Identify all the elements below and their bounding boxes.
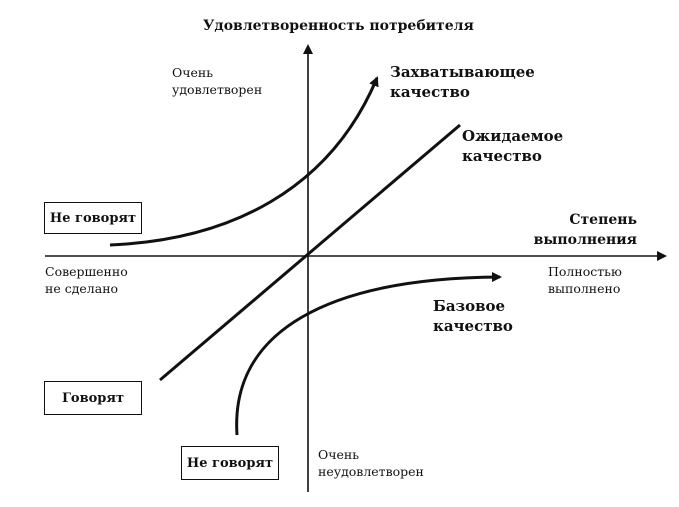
exciting-quality-label-line2: качество: [390, 83, 470, 101]
x-left-label-line2: не сделано: [45, 281, 119, 296]
expected-spoken-box: Говорят: [44, 381, 142, 415]
basic-quality-curve: [235, 272, 502, 436]
x-left-label-line1: Совершенно: [45, 264, 128, 279]
expected-quality-line: [159, 123, 461, 382]
y-bottom-label-line1: Очень: [318, 447, 360, 462]
x-right-label: Полностью выполнено: [548, 263, 622, 297]
basic-quality-label-line2: качество: [433, 317, 513, 335]
x-axis-title: Степень выполнения: [531, 210, 637, 250]
y-bottom-label-line2: неудовлетворен: [318, 464, 424, 479]
basic-quality-label-line1: Базовое: [433, 297, 506, 315]
exciting-not-spoken-box: Не говорят: [44, 202, 142, 234]
expected-quality-label: Ожидаемое качество: [462, 126, 563, 166]
x-axis-title-line2: выполнения: [533, 232, 637, 248]
basic-not-spoken-box: Не говорят: [181, 446, 279, 480]
y-axis-title: Удовлетворенность потребителя: [203, 18, 474, 34]
y-top-label: Очень удовлетворен: [172, 64, 262, 98]
y-bottom-label: Очень неудовлетворен: [318, 446, 424, 480]
x-right-label-line1: Полностью: [548, 264, 622, 279]
x-left-label: Совершенно не сделано: [45, 263, 128, 297]
x-right-label-line2: выполнено: [548, 281, 621, 296]
y-top-label-line2: удовлетворен: [172, 82, 263, 97]
basic-quality-label: Базовое качество: [433, 296, 513, 336]
y-top-label-line1: Очень: [172, 65, 214, 80]
exciting-quality-curve: [109, 76, 379, 247]
exciting-quality-label: Захватывающее качество: [390, 62, 535, 102]
expected-quality-label-line2: качество: [462, 147, 542, 165]
exciting-quality-label-line1: Захватывающее: [390, 63, 535, 81]
expected-quality-label-line1: Ожидаемое: [462, 127, 564, 145]
x-axis-title-line1: Степень: [569, 212, 637, 228]
